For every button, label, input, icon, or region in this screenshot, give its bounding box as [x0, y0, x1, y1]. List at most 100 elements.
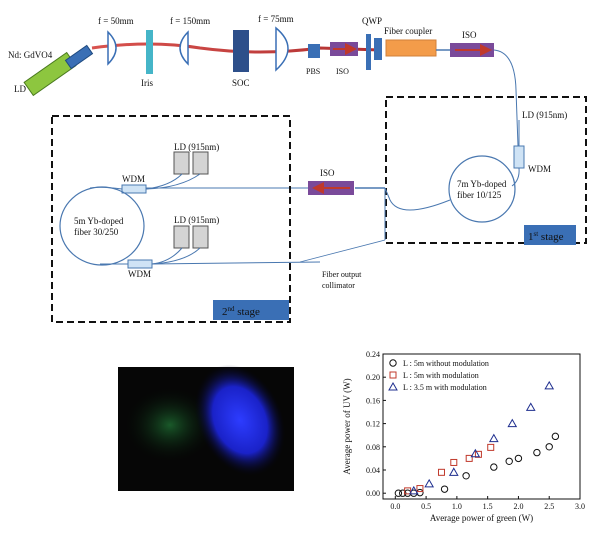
- data-point: [533, 448, 541, 457]
- data-point: [470, 448, 481, 458]
- iris-label: Iris: [141, 78, 153, 88]
- legend-marker: [389, 371, 397, 379]
- uv-beam-photo: [118, 364, 294, 491]
- data-point: [488, 433, 499, 443]
- x-tick-label: 3.0: [575, 502, 585, 511]
- stage1-sup: st: [534, 230, 539, 238]
- wdm-b-label: WDM: [128, 269, 151, 279]
- stage1-tag: [524, 225, 576, 245]
- data-point: [399, 489, 407, 497]
- legend-label: L : 3.5 m with modulation: [403, 383, 487, 392]
- wdm-a-label: WDM: [122, 174, 145, 184]
- data-point: [408, 485, 419, 495]
- second-stage-box: [51, 115, 291, 323]
- wdm-b: [127, 259, 153, 269]
- ld-915-a-label: LD (915nm): [174, 142, 219, 152]
- y-tick-label: 0.04: [366, 466, 380, 475]
- data-point: [424, 478, 435, 488]
- laser-crystal: [64, 44, 94, 70]
- data-point: [450, 458, 458, 466]
- ld-915-right-label: LD (915nm): [522, 110, 567, 120]
- wdm-right-label: WDM: [528, 164, 551, 174]
- second-stage: LD (915nm) LD (915nm) WDM WDM 5m Yb-dope…: [51, 115, 362, 323]
- pbs: [308, 44, 320, 58]
- ld-915-a-1: [173, 151, 190, 175]
- data-point: [487, 443, 495, 451]
- data-point: [448, 467, 459, 476]
- legend-marker: [388, 381, 398, 391]
- x-tick-label: 0.0: [390, 502, 400, 511]
- stage2-tag: [213, 300, 289, 320]
- data-point: [507, 418, 518, 428]
- qwp: [366, 34, 371, 70]
- y-axis-label: Average power of UV (W): [342, 378, 352, 474]
- free-space-optics: LD Nd: GdVO4 f = 50mm Iris f = 150mm SOC…: [8, 14, 519, 147]
- stage1-num: 1: [528, 231, 534, 243]
- data-point: [514, 454, 523, 463]
- data-point: [525, 402, 536, 411]
- pump-ld-label: LD: [14, 84, 26, 94]
- wdm-a: [121, 184, 147, 194]
- ld-915-b-2: [192, 225, 209, 249]
- soc-crystal: [233, 30, 249, 72]
- data-point: [490, 463, 498, 471]
- legend-label: L : 5m with modulation: [403, 371, 479, 380]
- stage1-rest: stage: [538, 231, 563, 243]
- x-tick-label: 2.5: [544, 502, 554, 511]
- legend-label: L : 5m without modulation: [403, 359, 489, 368]
- data-point: [440, 485, 449, 493]
- ld-915-a-2: [192, 151, 209, 175]
- data-point: [544, 380, 555, 390]
- iris: [146, 30, 153, 74]
- lens-50mm: [107, 30, 117, 66]
- middle-isolator: ISO: [145, 168, 386, 263]
- stage2-num: 2: [222, 306, 228, 318]
- isolator-top-label: ISO: [336, 67, 349, 76]
- fiber-1st-label-b: fiber 10/125: [457, 190, 502, 200]
- plot-frame: [382, 353, 581, 500]
- data-point: [394, 489, 403, 497]
- stage2-sup: nd: [228, 305, 236, 313]
- pbs-label: PBS: [306, 67, 320, 76]
- data-point: [474, 450, 482, 458]
- fiber-link-top: [493, 49, 519, 147]
- data-point: [404, 487, 412, 495]
- isolator-middle-label: ISO: [320, 168, 335, 178]
- stage2-rest: stage: [235, 306, 260, 318]
- fiber-coupler: [374, 38, 382, 60]
- qwp-label: QWP: [362, 16, 382, 26]
- data-point: [551, 432, 560, 441]
- yb-fiber-coil-1st: [448, 155, 516, 223]
- x-tick-label: 1.5: [483, 502, 493, 511]
- legend-marker: [389, 359, 397, 367]
- y-tick-label: 0.08: [366, 443, 380, 452]
- fiber-2nd-label: 5m Yb-doped: [74, 216, 124, 226]
- data-point: [505, 457, 513, 465]
- x-tick-label: 0.5: [421, 502, 431, 511]
- y-tick-label: 0.00: [366, 489, 380, 498]
- data-point: [465, 454, 473, 462]
- lens-75mm-label: f = 75mm: [258, 14, 294, 24]
- y-tick-label: 0.16: [366, 396, 380, 405]
- fiber-1st-label: 7m Yb-doped: [457, 179, 507, 189]
- ld-915-b-label: LD (915nm): [174, 215, 219, 225]
- yb-fiber-coil-2nd: [59, 186, 145, 266]
- ld-915-b-1: [173, 225, 190, 249]
- x-tick-label: 2.0: [513, 502, 523, 511]
- fiber-coupler-body: [385, 39, 437, 57]
- x-axis-label: Average power of green (W): [430, 513, 533, 523]
- first-stage: LD (915nm) WDM 7m Yb-doped fiber 10/125 …: [384, 96, 587, 245]
- y-tick-label: 0.24: [366, 350, 380, 359]
- svg-text:2nd stage: 2nd stage: [222, 305, 260, 318]
- y-tick-label: 0.12: [366, 420, 380, 429]
- svg-text:1st stage: 1st stage: [528, 230, 564, 243]
- fiber-2nd-label-b: fiber 30/250: [74, 227, 119, 237]
- soc-label: SOC: [232, 78, 250, 88]
- output-label-1: Fiber output: [322, 270, 362, 279]
- output-label-2: collimator: [322, 281, 355, 290]
- data-point: [545, 443, 553, 451]
- data-point: [416, 485, 424, 493]
- data-point: [437, 468, 445, 476]
